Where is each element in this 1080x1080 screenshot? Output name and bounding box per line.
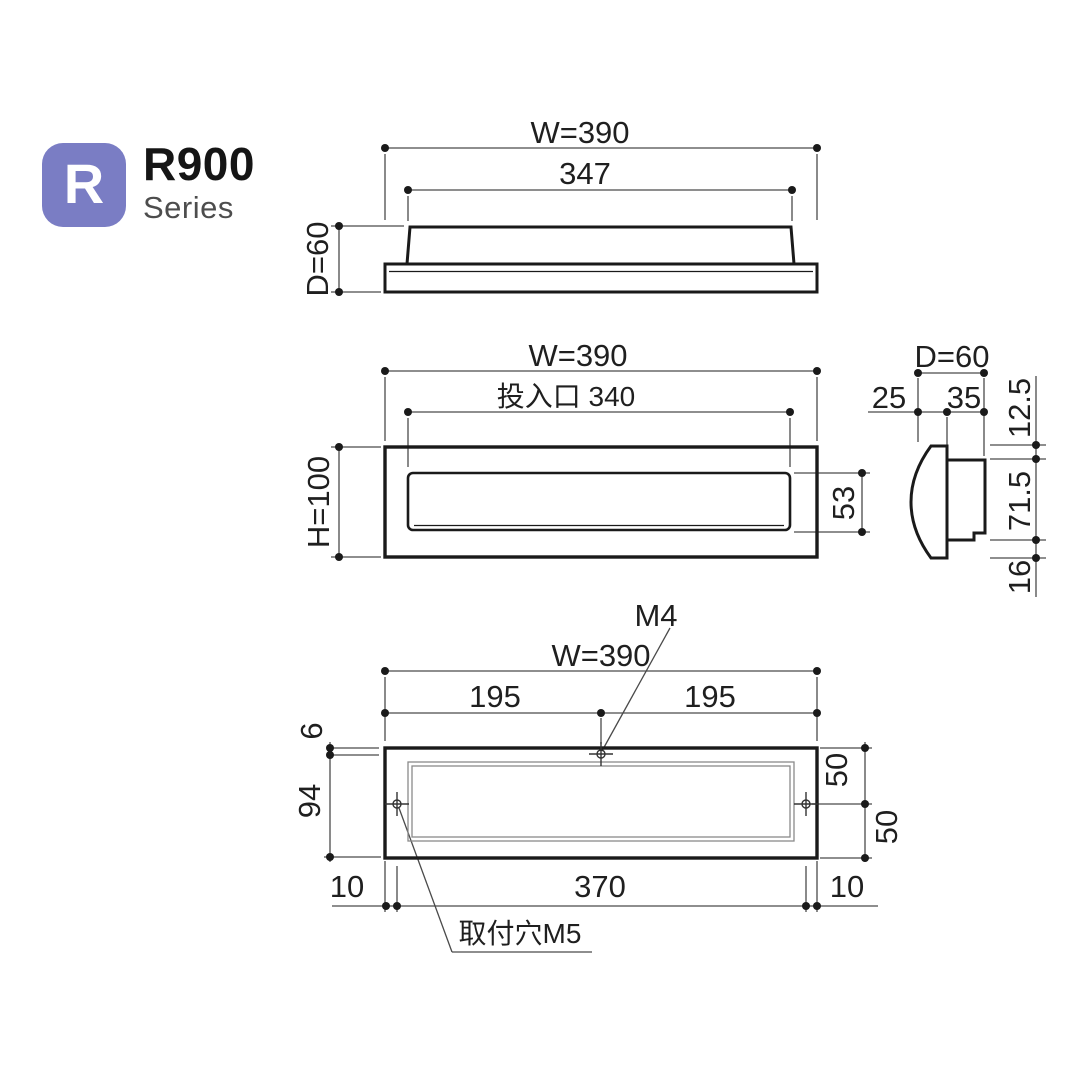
- label-screw: M4: [634, 598, 677, 633]
- dim-dot: [861, 854, 869, 862]
- opening-outline-inner: [411, 765, 791, 838]
- mailslot-baseplate-outline: [383, 262, 819, 294]
- faceplate-outline: [383, 445, 819, 559]
- dim-top-offset: 6: [294, 722, 329, 739]
- dim-dot: [813, 902, 821, 910]
- series-badge: R: [42, 143, 126, 227]
- dim-dot: [914, 369, 922, 377]
- mailslot-hood-outline: [405, 225, 796, 266]
- dim-dot: [943, 408, 951, 416]
- leader-line-m5: [398, 807, 453, 953]
- dim-width: W=390: [530, 115, 629, 150]
- dim-lower-right: 50: [869, 810, 904, 844]
- dim-dot: [914, 408, 922, 416]
- faceplate-profile: [909, 444, 949, 560]
- series-logo: R R900 Series: [42, 138, 255, 227]
- dim-depth: D=60: [915, 339, 990, 374]
- dim-bottom-offset: 16: [1002, 560, 1037, 594]
- dim-dot: [1032, 455, 1040, 463]
- opening-outline-outer: [407, 761, 795, 842]
- dim-left-half: 195: [469, 679, 521, 714]
- screw-hole-m4: [589, 742, 613, 766]
- dim-width: W=390: [551, 638, 650, 673]
- dim-dot: [861, 744, 869, 752]
- dim-body-depth: 35: [947, 380, 981, 415]
- dim-top-offset: 12.5: [1002, 378, 1037, 438]
- dim-dot: [786, 408, 794, 416]
- dim-depth: D=60: [300, 222, 335, 297]
- dim-hole-span: 370: [574, 869, 626, 904]
- body-profile: [947, 458, 987, 542]
- series-code: R900: [143, 138, 255, 190]
- dim-dot: [813, 709, 821, 717]
- dim-dot: [381, 667, 389, 675]
- dim-dot: [597, 709, 605, 717]
- dim-dot: [980, 408, 988, 416]
- dim-upper-right: 50: [819, 753, 854, 787]
- dim-dot: [393, 902, 401, 910]
- dim-edge-right: 10: [830, 869, 864, 904]
- dim-height: H=100: [301, 456, 336, 548]
- dim-dot: [788, 186, 796, 194]
- dim-dot: [326, 751, 334, 759]
- dim-dot: [326, 853, 334, 861]
- dim-dot: [858, 528, 866, 536]
- dim-dot: [1032, 536, 1040, 544]
- dim-dot: [381, 367, 389, 375]
- dim-body-height: 71.5: [1002, 471, 1037, 531]
- dim-slot: 投入口 340: [497, 381, 636, 412]
- dim-edge-left: 10: [330, 869, 364, 904]
- dim-dot: [335, 288, 343, 296]
- dim-dot: [326, 744, 334, 752]
- dim-dot: [980, 369, 988, 377]
- dim-face-width: 347: [559, 156, 611, 191]
- top-view: W=390 347 D=60: [300, 115, 821, 296]
- dim-dot: [813, 144, 821, 152]
- dim-dot: [813, 367, 821, 375]
- dim-dot: [802, 902, 810, 910]
- leader-line-m4: [601, 627, 671, 752]
- dim-dot: [335, 553, 343, 561]
- series-titles: R900 Series: [143, 138, 255, 226]
- dim-dot: [381, 144, 389, 152]
- series-word: Series: [143, 190, 234, 225]
- dim-height-below: 94: [292, 784, 327, 818]
- label-mount-hole: 取付穴M5: [459, 918, 582, 949]
- back-view: M4 W=390 195 195 6 94 50 50 10 370 10 取付…: [292, 598, 904, 953]
- dim-dot: [1032, 441, 1040, 449]
- dim-dot: [381, 709, 389, 717]
- dim-dot: [335, 443, 343, 451]
- dim-dot: [1032, 554, 1040, 562]
- dim-dot: [404, 408, 412, 416]
- dim-flange-depth: 25: [872, 380, 906, 415]
- dim-dot: [335, 222, 343, 230]
- dim-dot: [861, 800, 869, 808]
- flap-outline: [406, 471, 792, 532]
- mount-hole-left: [385, 792, 409, 816]
- badge-letter: R: [63, 152, 105, 215]
- dim-dot: [813, 667, 821, 675]
- dim-slot-height: 53: [826, 486, 861, 520]
- dim-right-half: 195: [684, 679, 736, 714]
- mount-hole-right: [794, 792, 818, 816]
- dim-dot: [404, 186, 412, 194]
- dim-width: W=390: [528, 338, 627, 373]
- front-view: W=390 投入口 340 H=100 53: [301, 338, 870, 561]
- dim-dot: [858, 469, 866, 477]
- side-view: D=60 25 35 12.5 71.5 16: [868, 339, 1046, 597]
- dim-dot: [382, 902, 390, 910]
